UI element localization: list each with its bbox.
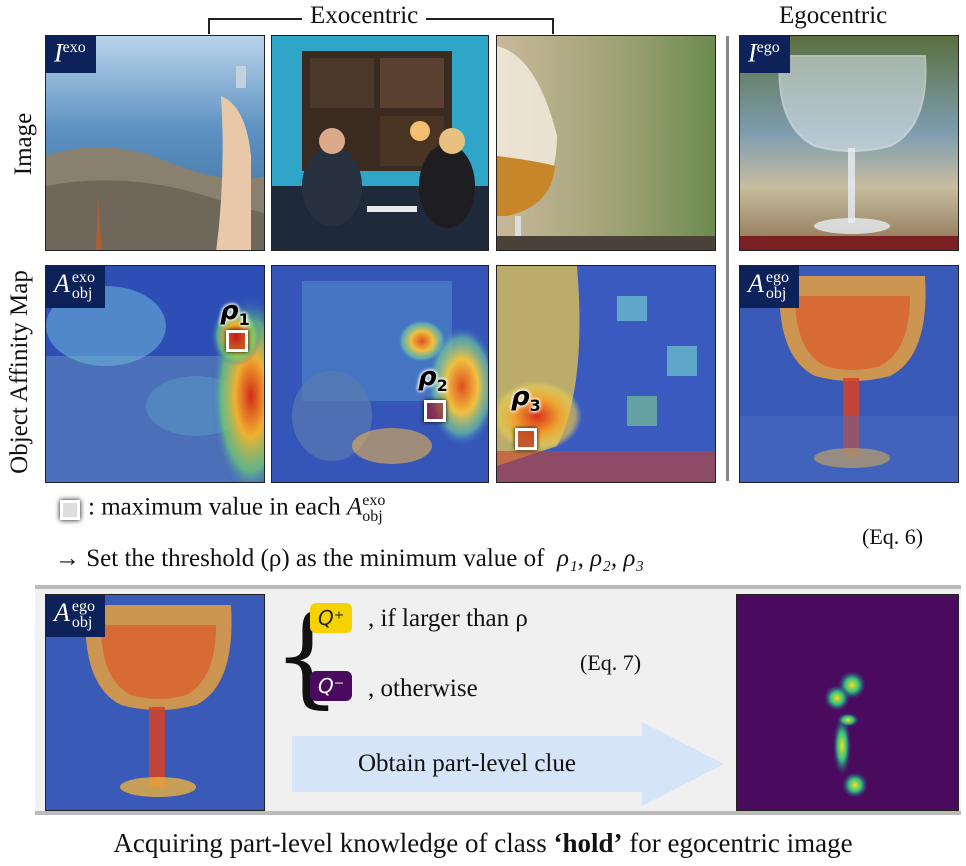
badge-I-ego: Iego — [740, 36, 790, 73]
exocentric-header: Exocentric — [302, 2, 427, 30]
row-label-image: Image — [10, 112, 37, 176]
exo-image-3 — [496, 35, 716, 251]
q-minus-box: Q⁻ — [310, 671, 353, 701]
ego-image: Iego — [739, 35, 959, 251]
exo-affinity-3: ρ3 — [496, 265, 716, 483]
exo-image-2 — [271, 35, 489, 251]
rho-1-label: ρ1 — [220, 296, 250, 330]
exo-affinity-2: ρ2 — [271, 265, 489, 483]
max-marker-2 — [424, 400, 446, 422]
part-clue-arrow — [292, 722, 724, 806]
rho-2-label: ρ2 — [418, 362, 448, 396]
rho-3-label: ρ3 — [511, 382, 541, 416]
q-plus-text: , if larger than ρ — [368, 605, 528, 632]
part-level-clue-map — [736, 594, 959, 811]
badge-I-exo: Iexo — [46, 36, 96, 73]
max-marker-3 — [515, 428, 537, 450]
figure-caption: Acquiring part-level knowledge of class … — [113, 828, 853, 858]
eq6-label: (Eq. 6) — [862, 524, 924, 549]
max-marker-1 — [226, 330, 248, 352]
eq7-label: (Eq. 7) — [580, 650, 642, 675]
row-label-affinity: Object Affinity Map — [6, 270, 33, 474]
exo-ego-divider — [726, 36, 729, 481]
q-minus-text: , otherwise — [368, 675, 478, 702]
egocentric-header: Egocentric — [779, 2, 888, 29]
exo-image-1: Iexo — [45, 35, 265, 251]
legend-marker-icon — [60, 500, 80, 520]
part-clue-arrow-label: Obtain part-level clue — [358, 750, 576, 777]
legend-threshold-text: → Set the threshold (ρ) as the minimum v… — [55, 545, 645, 572]
q-plus-box: Q⁺ — [310, 603, 353, 633]
